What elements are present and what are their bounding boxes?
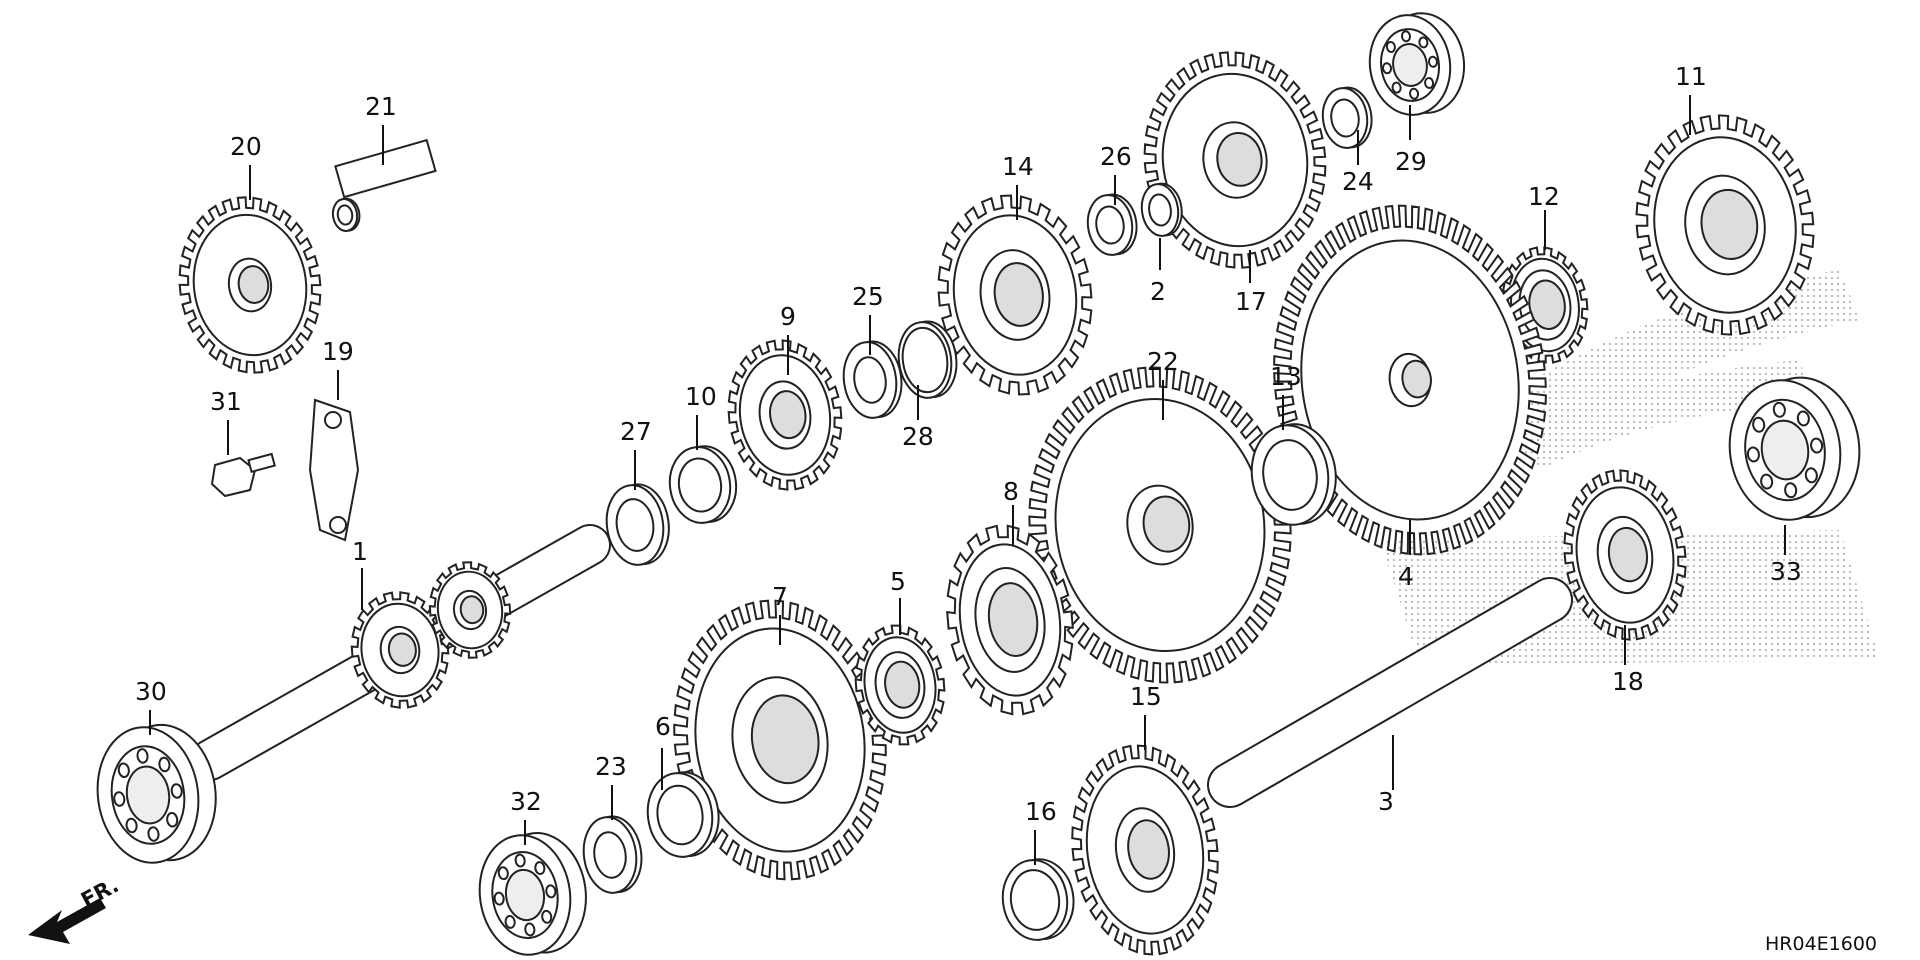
callout-32: 32 <box>510 787 542 816</box>
gear-11 <box>1635 114 1815 336</box>
callout-5: 5 <box>890 567 906 596</box>
callout-24: 24 <box>1342 167 1374 196</box>
callout-27: 27 <box>620 417 652 446</box>
pin-21-body <box>334 138 437 199</box>
callouts-layer: 1234567891011121314151617181920212223242… <box>135 62 1802 865</box>
bearing-29 <box>1368 12 1466 116</box>
bearing-33 <box>1728 376 1861 521</box>
gear-9 <box>727 339 843 491</box>
callout-28: 28 <box>902 422 934 451</box>
bushing-6 <box>646 771 720 858</box>
callout-12: 12 <box>1528 182 1560 211</box>
callout-11: 11 <box>1675 62 1707 91</box>
collar-16 <box>1001 858 1075 941</box>
gear-5 <box>854 624 946 746</box>
drawing-code: HR04E1600 <box>1765 933 1877 955</box>
callout-10: 10 <box>685 382 717 411</box>
bushing-13 <box>1250 423 1337 526</box>
callout-23: 23 <box>595 752 627 781</box>
callout-33: 33 <box>1770 557 1802 586</box>
plate-19-hole <box>329 516 347 534</box>
callout-16: 16 <box>1025 797 1057 826</box>
callout-3: 3 <box>1378 787 1394 816</box>
callout-6: 6 <box>655 712 671 741</box>
callout-15: 15 <box>1130 682 1162 711</box>
gear-7 <box>673 599 887 881</box>
gear-18 <box>1563 469 1687 641</box>
gear-4 <box>1273 204 1547 556</box>
callout-8: 8 <box>1003 477 1019 506</box>
callout-17: 17 <box>1235 287 1267 316</box>
washer-27 <box>605 483 670 566</box>
bearing-30 <box>96 723 217 864</box>
callout-31: 31 <box>210 387 242 416</box>
washer-25 <box>842 340 903 419</box>
countershaft <box>1207 577 1573 808</box>
callout-1: 1 <box>352 537 368 566</box>
bushing-10 <box>668 445 738 524</box>
front-arrow-icon <box>28 898 106 944</box>
bearing-32 <box>478 832 587 956</box>
callout-21: 21 <box>365 92 397 121</box>
callout-22: 22 <box>1147 347 1179 376</box>
bolt-31-head <box>210 456 257 498</box>
mainshaft-gear-section-b <box>428 561 512 659</box>
callout-26: 26 <box>1100 142 1132 171</box>
pin-21 <box>331 197 361 232</box>
callout-20: 20 <box>230 132 262 161</box>
mainshaft-gear-section-a <box>350 591 450 709</box>
callout-18: 18 <box>1612 667 1644 696</box>
callout-4: 4 <box>1398 562 1414 591</box>
washer-26 <box>1086 193 1138 256</box>
callout-30: 30 <box>135 677 167 706</box>
callout-7: 7 <box>772 582 788 611</box>
gear-14 <box>937 194 1093 396</box>
callout-19: 19 <box>322 337 354 366</box>
callout-25: 25 <box>852 282 884 311</box>
callout-9: 9 <box>780 302 796 331</box>
gear-17 <box>1143 51 1327 269</box>
plate-19-hole <box>324 411 342 429</box>
gear-8 <box>946 524 1074 716</box>
gear-15 <box>1071 744 1219 956</box>
bolt-31-thread <box>247 452 276 474</box>
collar-2 <box>1140 182 1183 237</box>
washer-23 <box>582 815 643 894</box>
plate-19 <box>308 398 360 542</box>
callout-2: 2 <box>1150 277 1166 306</box>
callout-14: 14 <box>1002 152 1034 181</box>
gear-20 <box>178 196 322 374</box>
washer-24 <box>1321 86 1373 149</box>
callout-13: 13 <box>1270 362 1302 391</box>
parts-layer <box>96 12 1861 956</box>
callout-29: 29 <box>1395 147 1427 176</box>
circlip-28 <box>897 320 958 399</box>
gear-22 <box>1028 366 1292 684</box>
